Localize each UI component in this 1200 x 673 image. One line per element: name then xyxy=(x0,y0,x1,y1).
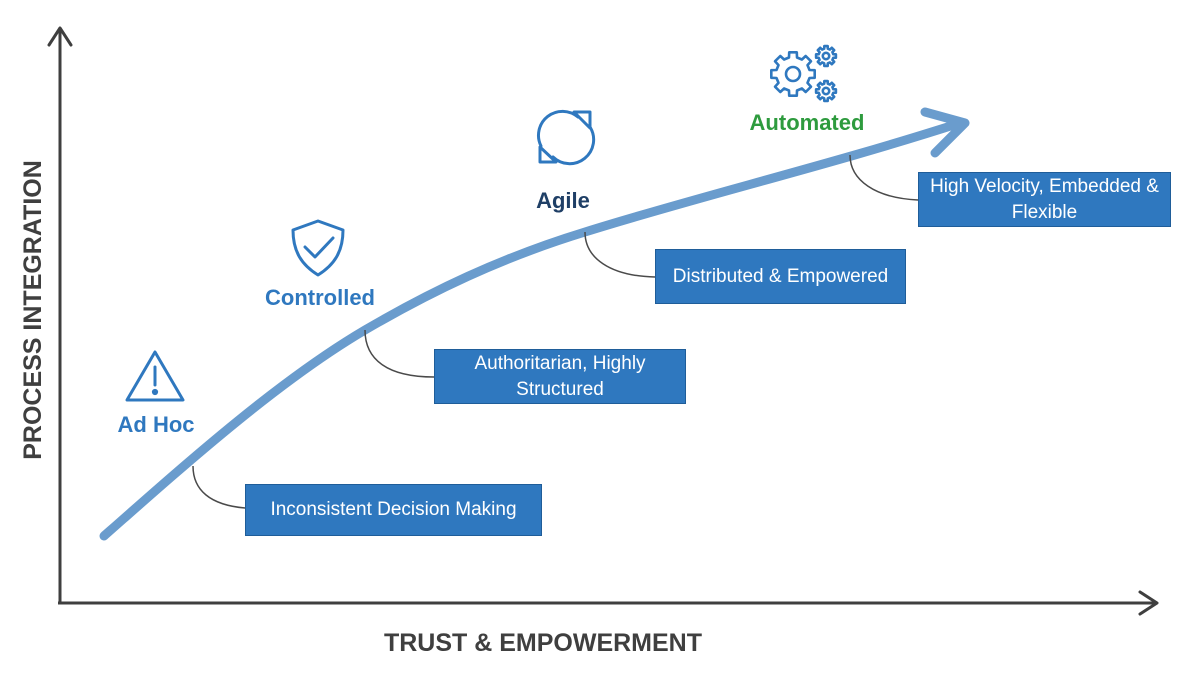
y-axis-arrowhead xyxy=(47,26,73,47)
stage-label-agile: Agile xyxy=(536,188,590,213)
stage-label-automated: Automated xyxy=(750,110,865,135)
connector-ad-hoc xyxy=(192,465,246,509)
connectors xyxy=(192,154,919,509)
connector-automated xyxy=(849,154,919,201)
growth-curve-arrowhead xyxy=(920,107,970,158)
description-text-controlled: Authoritarian, Highly Structured xyxy=(474,352,646,400)
description-text-agile: Distributed & Empowered xyxy=(672,265,889,287)
refresh-arrows-icon xyxy=(536,109,596,166)
connector-controlled xyxy=(364,329,435,378)
warning-triangle-icon xyxy=(125,350,185,402)
description-text-automated: High Velocity, Embedded & Flexible xyxy=(930,175,1159,223)
growth-curve xyxy=(99,107,970,541)
y-axis-label: PROCESS INTEGRATION xyxy=(19,160,47,460)
description-box-controlled: Authoritarian, Highly Structured xyxy=(434,349,686,404)
growth-curve-line xyxy=(99,118,965,541)
stage-label-ad-hoc: Ad Hoc xyxy=(118,412,195,437)
x-axis-arrowhead xyxy=(1138,590,1159,616)
gears-icon xyxy=(770,44,838,103)
description-text-ad-hoc: Inconsistent Decision Making xyxy=(270,499,517,520)
shield-check-icon xyxy=(291,219,345,277)
x-axis-label: TRUST & EMPOWERMENT xyxy=(384,629,702,657)
description-box-agile: Distributed & Empowered xyxy=(655,249,906,304)
description-box-automated: High Velocity, Embedded & Flexible xyxy=(918,172,1171,227)
connector-agile xyxy=(584,231,656,278)
stage-label-controlled: Controlled xyxy=(265,285,375,310)
description-box-ad-hoc: Inconsistent Decision Making xyxy=(245,484,542,536)
axes: TRUST & EMPOWERMENT PROCESS INTEGRATION xyxy=(19,26,1159,657)
